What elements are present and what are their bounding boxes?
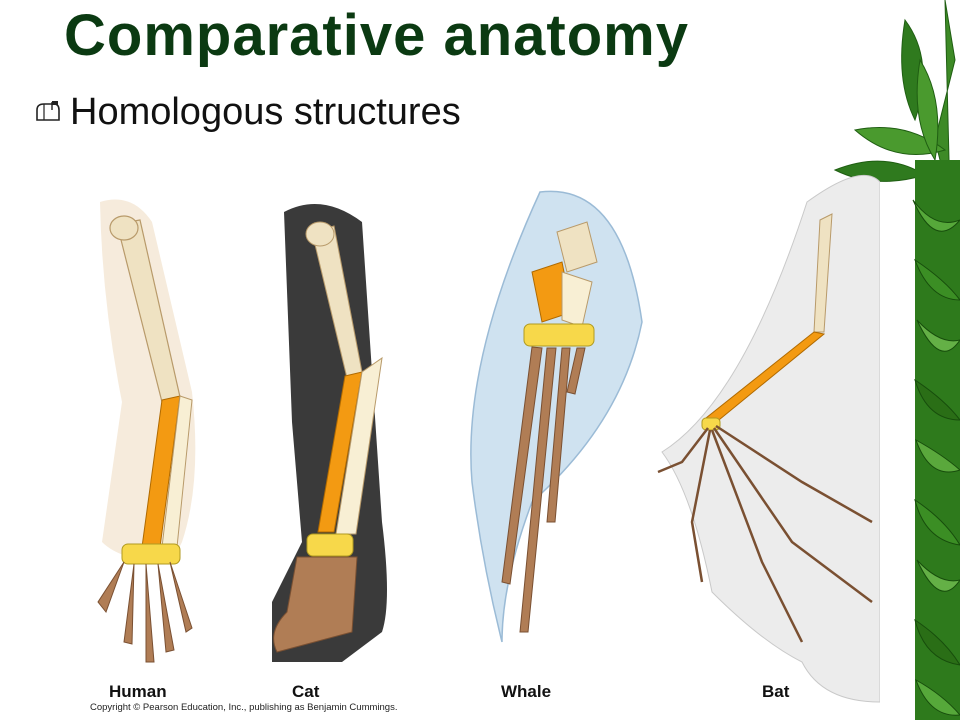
whale-flipper <box>470 190 643 643</box>
bullet-text: Homologous structures <box>70 90 461 133</box>
label-cat: Cat <box>292 682 320 701</box>
cat-leg <box>272 204 387 662</box>
slide-title: Comparative anatomy <box>64 3 689 68</box>
copyright-notice: Copyright © Pearson Education, Inc., pub… <box>90 702 398 713</box>
label-human: Human <box>109 682 167 701</box>
bullet-item: Homologous structures <box>34 86 461 138</box>
mailbox-icon <box>36 101 60 121</box>
label-bat: Bat <box>762 682 790 701</box>
bat-wing <box>657 174 880 703</box>
human-arm <box>97 199 196 663</box>
homologous-limbs-figure <box>97 174 880 703</box>
label-whale: Whale <box>501 682 552 701</box>
bamboo-decoration <box>833 0 960 720</box>
